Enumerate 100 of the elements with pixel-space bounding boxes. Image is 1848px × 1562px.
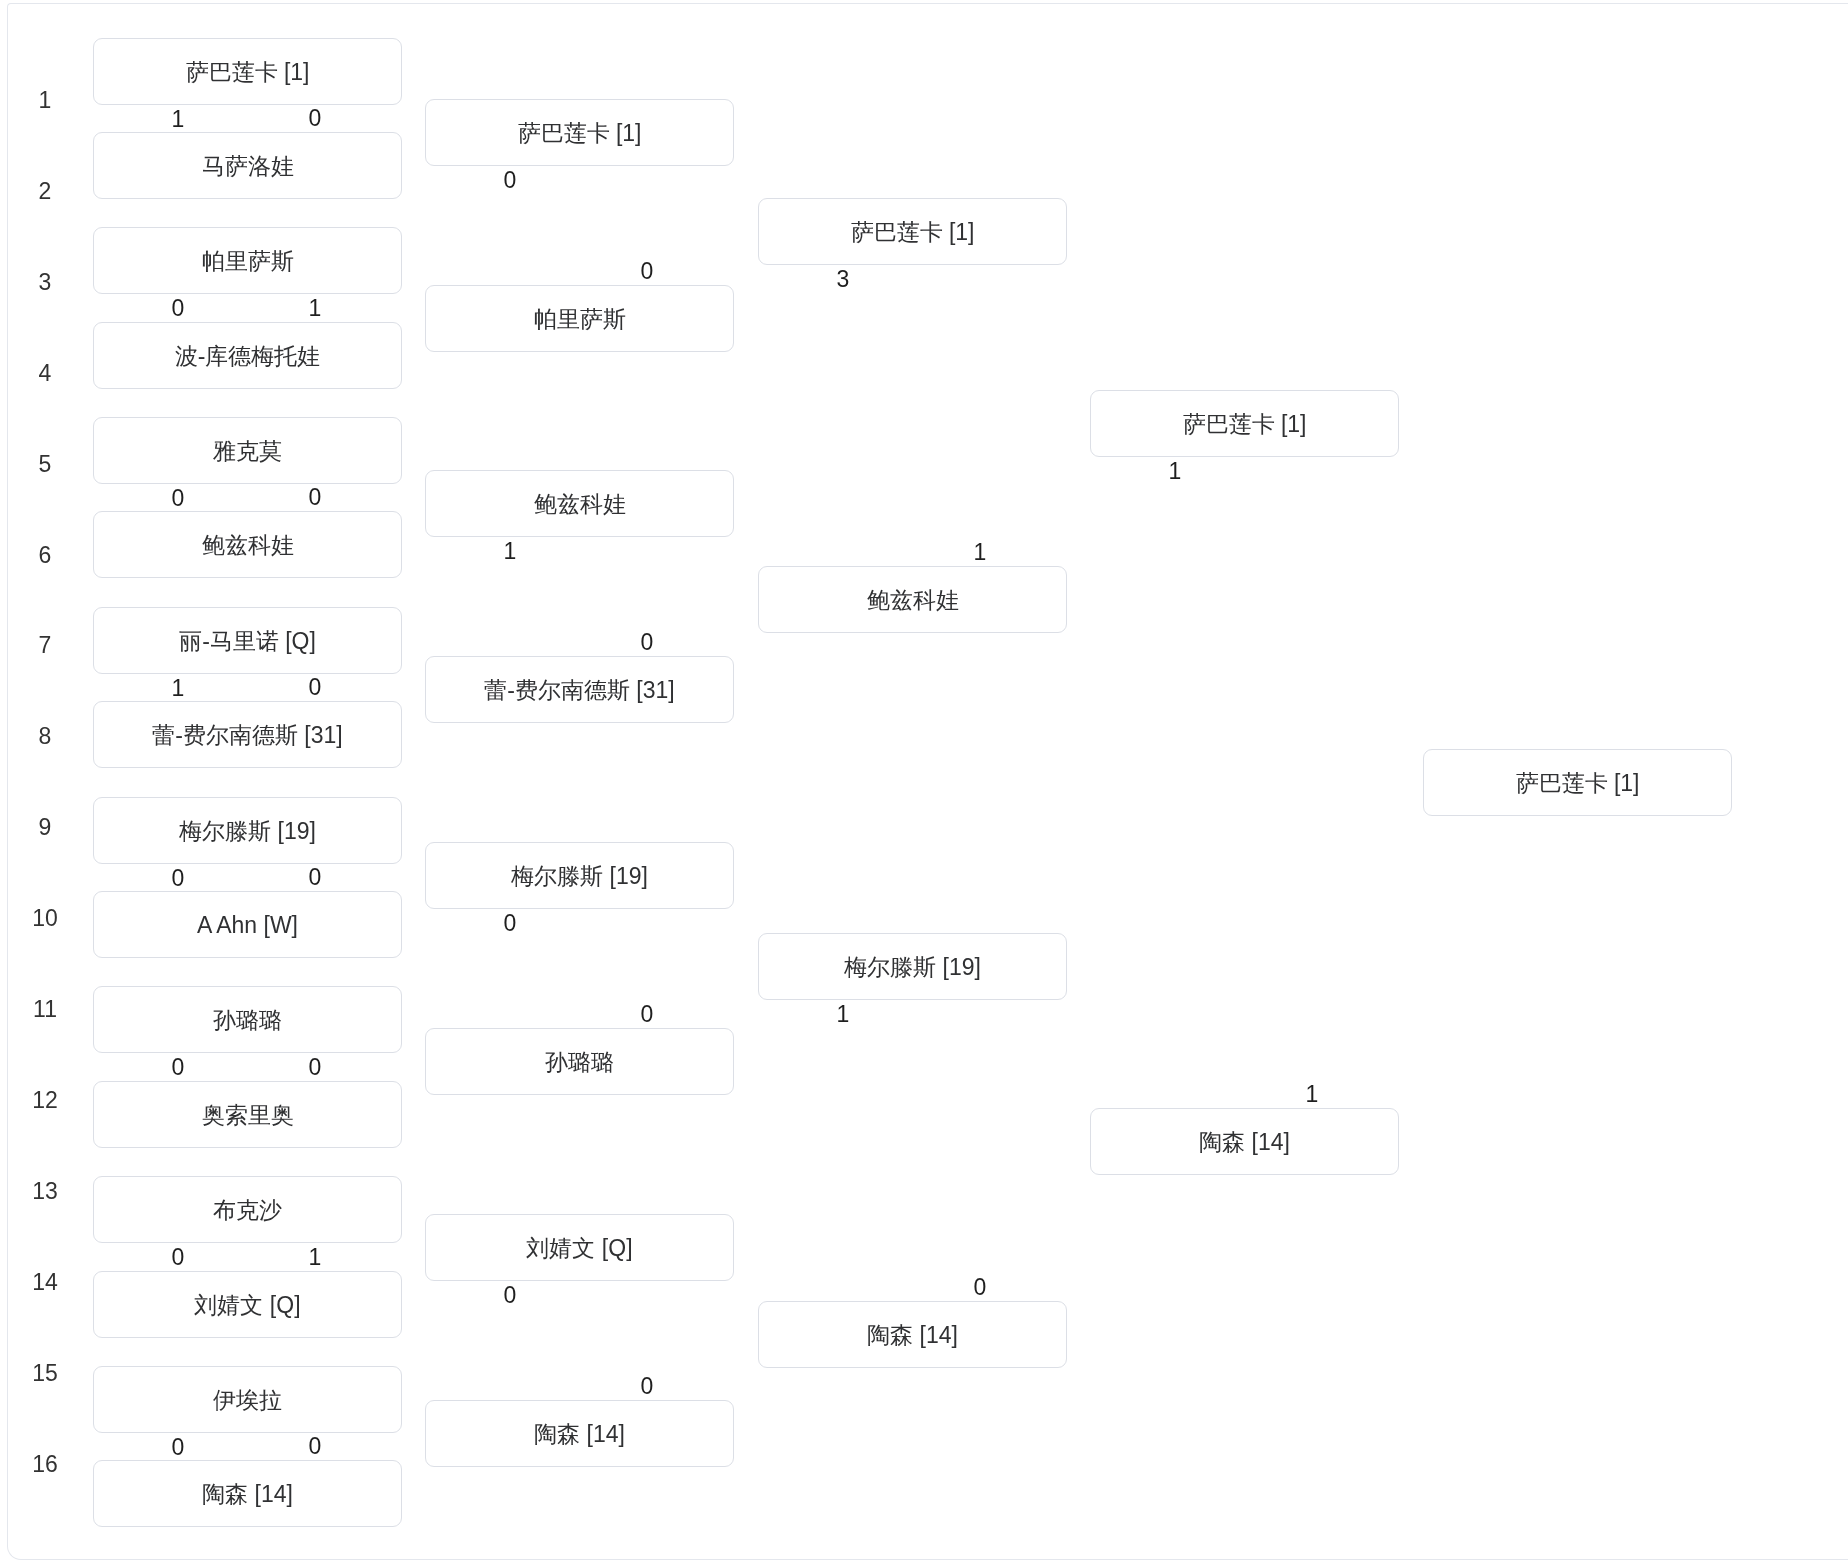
row-number: 7 (38, 632, 52, 659)
score: 1 (503, 538, 517, 564)
score: 0 (308, 864, 322, 890)
score: 0 (308, 1054, 322, 1080)
player-box (425, 842, 734, 909)
row-number: 13 (32, 1177, 58, 1204)
player-name: 伊埃拉 (213, 1385, 282, 1414)
player-box (425, 1400, 734, 1467)
score: 1 (973, 539, 987, 565)
player-name: 奥索里奥 (201, 1100, 294, 1129)
player-name: 刘婧文 [Q] (526, 1233, 633, 1262)
player-name: 刘婧文 [Q] (194, 1290, 301, 1319)
player-name: 马萨洛娃 (201, 151, 294, 180)
player-box (758, 1301, 1067, 1368)
score: 0 (973, 1274, 987, 1300)
player-box (758, 566, 1067, 633)
player-name: 萨巴莲卡 [1] (517, 118, 642, 147)
score: 1 (1305, 1081, 1319, 1107)
row-number: 11 (33, 996, 57, 1022)
player-name: 波-库德梅托娃 (174, 341, 321, 370)
player-name: 丽-马里诺 [Q] (179, 626, 316, 655)
score: 3 (836, 266, 850, 292)
score: 0 (308, 674, 322, 700)
player-name: A Ahn [W] (197, 910, 298, 939)
score: 0 (308, 105, 322, 131)
row-number: 15 (32, 1359, 58, 1386)
score: 1 (836, 1001, 850, 1027)
score: 0 (171, 485, 185, 511)
score: 0 (640, 629, 654, 655)
player-name: 雅克莫 (213, 436, 282, 465)
score: 0 (171, 865, 185, 891)
player-box (93, 132, 402, 199)
player-box (93, 322, 402, 389)
score: 0 (503, 1282, 517, 1308)
player-box (93, 1271, 402, 1338)
row-number: 4 (38, 359, 52, 386)
score: 1 (171, 106, 185, 132)
player-box (758, 198, 1067, 265)
player-name: 萨巴莲卡 [1] (1515, 768, 1640, 797)
row-number: 3 (38, 268, 52, 295)
player-name: 布克沙 (213, 1195, 282, 1224)
score: 0 (308, 484, 322, 510)
score: 1 (308, 295, 322, 321)
player-name: 孙璐璐 (213, 1005, 282, 1034)
player-box (93, 511, 402, 578)
row-number: 14 (32, 1268, 58, 1295)
row-number: 9 (38, 814, 52, 841)
score: 0 (503, 910, 517, 936)
score: 0 (503, 167, 517, 193)
player-box (93, 797, 402, 864)
player-box (758, 933, 1067, 1000)
player-name: 鲍兹科娃 (866, 585, 959, 614)
score: 0 (308, 1433, 322, 1459)
player-box (93, 1460, 402, 1527)
row-number: 1 (38, 87, 52, 113)
player-name: 陶森 [14] (202, 1479, 293, 1508)
player-box (1090, 390, 1399, 457)
player-box (93, 1366, 402, 1433)
player-box (425, 1028, 734, 1095)
score: 1 (171, 675, 185, 701)
score: 0 (171, 1054, 185, 1080)
score: 0 (171, 1434, 185, 1460)
player-box (93, 986, 402, 1053)
row-number: 12 (32, 1086, 58, 1113)
player-box (1423, 749, 1732, 816)
player-name: 萨巴莲卡 [1] (185, 57, 310, 86)
row-number: 10 (32, 905, 58, 932)
player-name: 鲍兹科娃 (201, 530, 294, 559)
player-box (93, 227, 402, 294)
score: 0 (640, 1001, 654, 1027)
row-number: 6 (38, 541, 52, 568)
score: 0 (640, 258, 654, 284)
player-box (93, 891, 402, 958)
player-box (425, 1214, 734, 1281)
player-box (93, 417, 402, 484)
score: 0 (171, 1244, 185, 1270)
player-box (425, 656, 734, 723)
player-name: 萨巴莲卡 [1] (850, 217, 975, 246)
player-name: 孙璐璐 (545, 1047, 614, 1076)
score: 0 (640, 1373, 654, 1399)
player-box (425, 470, 734, 537)
player-name: 梅尔滕斯 [19] (844, 952, 981, 981)
player-box (425, 285, 734, 352)
player-box (93, 38, 402, 105)
player-name: 蕾-费尔南德斯 [31] (152, 720, 343, 749)
score: 0 (171, 295, 185, 321)
player-name: 帕里萨斯 (201, 246, 294, 275)
player-box (425, 99, 734, 166)
player-box (93, 1176, 402, 1243)
row-number: 5 (38, 450, 52, 477)
row-number: 16 (32, 1450, 58, 1477)
player-name: 梅尔滕斯 [19] (511, 861, 648, 890)
score: 1 (1168, 458, 1182, 484)
player-name: 帕里萨斯 (533, 304, 626, 333)
player-name: 陶森 [14] (1199, 1127, 1290, 1156)
player-name: 梅尔滕斯 [19] (179, 816, 316, 845)
score: 1 (308, 1244, 322, 1270)
player-name: 陶森 [14] (534, 1419, 625, 1448)
player-name: 蕾-费尔南德斯 [31] (484, 675, 675, 704)
player-name: 陶森 [14] (867, 1320, 958, 1349)
